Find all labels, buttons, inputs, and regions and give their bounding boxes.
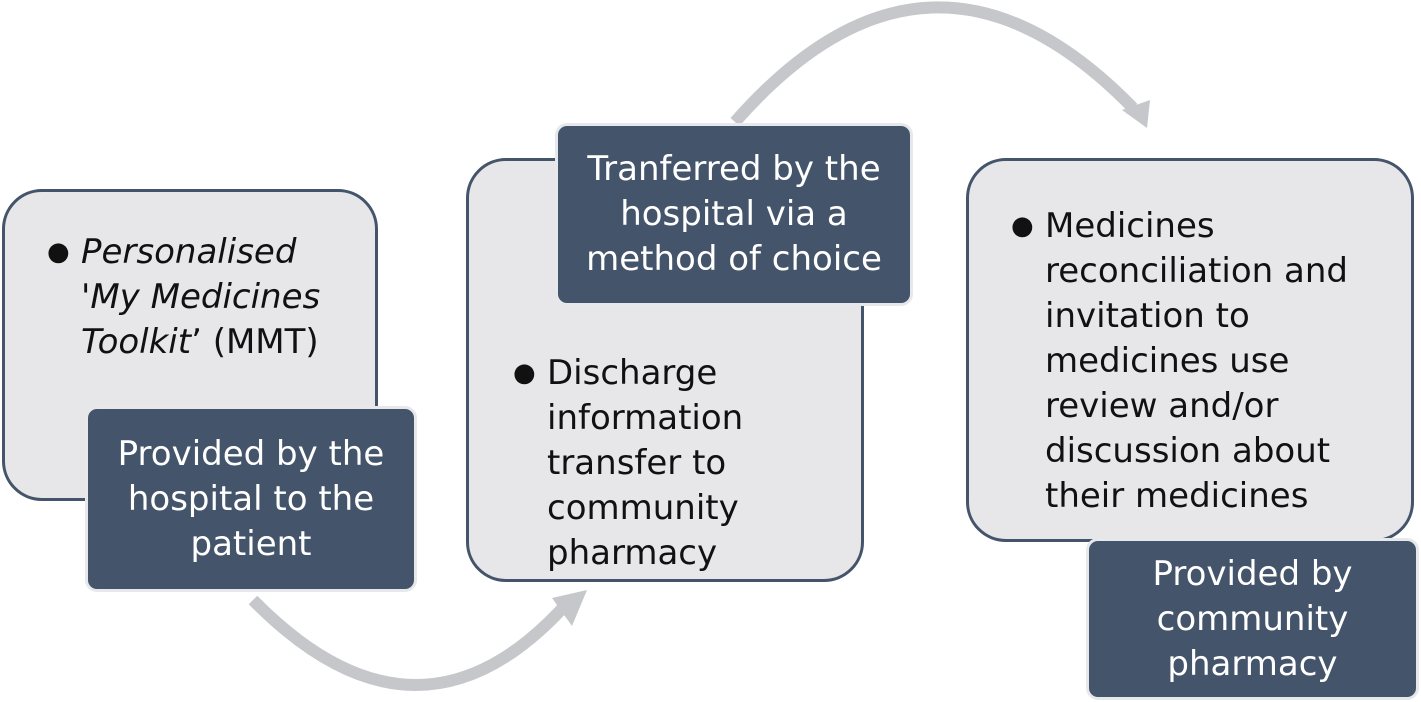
stage2-transfer-label: Tranferred by the hospital via a method … [555, 123, 913, 306]
stage1-line: Personalised [81, 232, 297, 272]
stage3-box: ● Medicines reconciliation and invitatio… [966, 158, 1414, 542]
stage2-line: transfer to [547, 443, 727, 483]
stage1-box: ● Personalised 'My Medicines Toolkit’ (M… [2, 189, 378, 501]
stage3-line: review and/or [1045, 386, 1279, 426]
bullet-icon: ● [47, 237, 70, 267]
stage2-line: Discharge [547, 353, 718, 393]
toolkit-text: Toolkit [81, 322, 192, 362]
stage1-bullet-text: Personalised 'My Medicines Toolkit’ (MMT… [81, 230, 320, 365]
arrow-stage1-to-stage2 [248, 595, 575, 691]
bullet-icon: ● [513, 358, 536, 388]
stage1-bullet-item: ● Personalised 'My Medicines Toolkit’ (M… [47, 230, 320, 365]
mmt-text: ’ (MMT) [191, 322, 319, 362]
transfer-line: method of choice [586, 239, 882, 279]
provider-line: hospital to the [127, 478, 375, 519]
arrow-head-stage3 [1122, 100, 1150, 128]
stage3-bullet-item: ● Medicines reconciliation and invitatio… [1011, 204, 1348, 519]
stage3-bullet-text: Medicines reconciliation and invitation … [1045, 204, 1348, 519]
stage2-line: pharmacy [547, 533, 718, 573]
arrow-stage2-to-stage3 [730, 1, 1138, 126]
provider-line: community [1156, 598, 1349, 639]
stage3-line: invitation to [1045, 296, 1250, 336]
provider-line: Provided by the [117, 433, 385, 474]
stage2-bullet-text: Discharge information transfer to commun… [547, 351, 743, 576]
arrow-head-stage2 [552, 590, 587, 626]
stage1-provider-label: Provided by the hospital to the patient [85, 406, 417, 592]
stage3-line: their medicines [1045, 476, 1309, 516]
stage3-line: discussion about [1045, 431, 1331, 471]
provider-line: patient [190, 523, 312, 564]
bullet-icon: ● [1011, 211, 1034, 241]
stage3-provider-label: Provided by community pharmacy [1086, 538, 1419, 700]
stage1-line: 'My Medicines [81, 277, 321, 317]
stage3-line: Medicines [1045, 206, 1215, 246]
provider-line: pharmacy [1167, 643, 1338, 684]
stage3-line: medicines use [1045, 341, 1290, 381]
transfer-line: Tranferred by the [587, 149, 881, 189]
transfer-line: hospital via a [620, 194, 848, 234]
stage2-line: information [547, 398, 744, 438]
stage3-line: reconciliation and [1045, 251, 1348, 291]
stage2-bullet-item: ● Discharge information transfer to comm… [513, 351, 743, 576]
stage1-line: Toolkit’ (MMT) [81, 320, 320, 365]
stage2-line: community [547, 488, 739, 528]
provider-line: Provided by [1152, 553, 1353, 594]
